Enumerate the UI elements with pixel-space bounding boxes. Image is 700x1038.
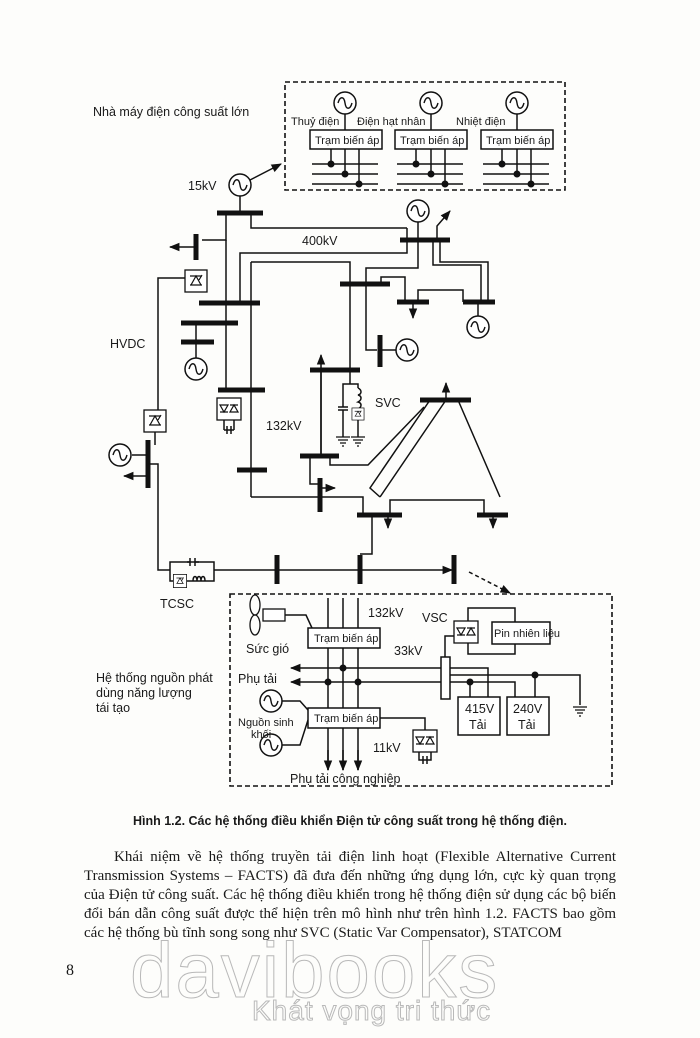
renewable-label-line3: tái tạo	[96, 701, 130, 715]
large-plant-label: Nhà máy điện công suất lớn	[93, 105, 249, 119]
generator-top-right-icon	[406, 199, 430, 223]
substation-bottom-label: Trạm biến áp	[314, 713, 378, 725]
load-240v-line2: Tải	[518, 718, 535, 732]
tcsc-label: TCSC	[160, 597, 194, 611]
plant-hydro-label: Thuỷ điện	[291, 116, 339, 128]
load-label: Phụ tải	[238, 672, 277, 686]
renewable-label-line2: dùng năng lượng	[96, 686, 192, 700]
watermark-slogan: Khát vọng tri thức	[251, 995, 492, 1027]
voltage-15kv-label: 15kV	[188, 179, 217, 193]
svc-label: SVC	[375, 396, 401, 410]
generator-mid-icon	[395, 338, 419, 362]
voltage-11kv-label: 11kV	[373, 741, 401, 755]
renewable-132kv-label: 132kV	[368, 606, 404, 620]
large-plants-group	[284, 81, 566, 191]
voltage-400kv-label: 400kV	[302, 234, 338, 248]
renewable-group	[229, 593, 613, 787]
biomass-label-line2: khối	[251, 729, 271, 741]
substation-hydro-label: Trạm biến áp	[315, 135, 379, 147]
voltage-33kv-label: 33kV	[394, 644, 423, 658]
wind-turbine-icon	[249, 594, 313, 636]
plant-hydro: Thuỷ điện Trạm biến áp	[291, 91, 383, 188]
generator-right-icon	[466, 315, 490, 339]
facts-thyristor-icon	[216, 397, 242, 421]
vsc-converter-icon	[453, 620, 479, 644]
hvdc-label: HVDC	[110, 337, 145, 351]
voltage-132kv-label: 132kV	[266, 419, 302, 433]
load-240v-line1: 240V	[513, 702, 543, 716]
generator-hvdc-side-icon	[184, 357, 208, 381]
generator-15kv-icon	[228, 173, 252, 197]
load-415v-line1: 415V	[465, 702, 495, 716]
generator-hvdc-icon	[108, 443, 132, 467]
plant-nuclear-label: Điện hạt nhân	[357, 116, 426, 128]
svc-device	[335, 370, 366, 447]
plant-thermal-label: Nhiệt điện	[456, 116, 506, 128]
industrial-load-label: Phụ tải công nghiệp	[290, 772, 401, 786]
page-number: 8	[66, 962, 74, 979]
hvdc-converter-top-icon	[184, 269, 208, 293]
hvdc-converter-bottom-icon	[143, 409, 167, 433]
ground-icon	[572, 706, 588, 717]
substation-top-label: Trạm biến áp	[314, 633, 378, 645]
biomass-label-line1: Nguồn sinh	[238, 717, 294, 729]
plant-thermal: Nhiệt điện Trạm biến áp	[456, 91, 554, 188]
load-415v-line2: Tải	[469, 718, 486, 732]
power-system-diagram: Nhà máy điện công suất lớn Thuỷ điện Trạ…	[93, 81, 613, 787]
substation-thermal-label: Trạm biến áp	[486, 135, 550, 147]
watermark-brand: davibooks	[129, 926, 500, 1015]
biomass-generator-1-icon	[259, 689, 283, 713]
substation-nuclear-label: Trạm biến áp	[400, 135, 464, 147]
wind-label: Sức gió	[246, 642, 289, 656]
thyristor-11kv-icon	[412, 729, 438, 753]
body-paragraph: Khái niệm về hệ thống truyền tải điện li…	[84, 849, 616, 941]
fuel-cell-label: Pin nhiên liệu	[494, 628, 560, 640]
plant-nuclear: Điện hạt nhân Trạm biến áp	[357, 91, 468, 188]
renewable-label-line1: Hệ thống nguồn phát	[96, 671, 213, 685]
figure-caption: Hình 1.2. Các hệ thống điều khiển Điện t…	[132, 814, 568, 828]
vsc-label: VSC	[422, 611, 448, 625]
